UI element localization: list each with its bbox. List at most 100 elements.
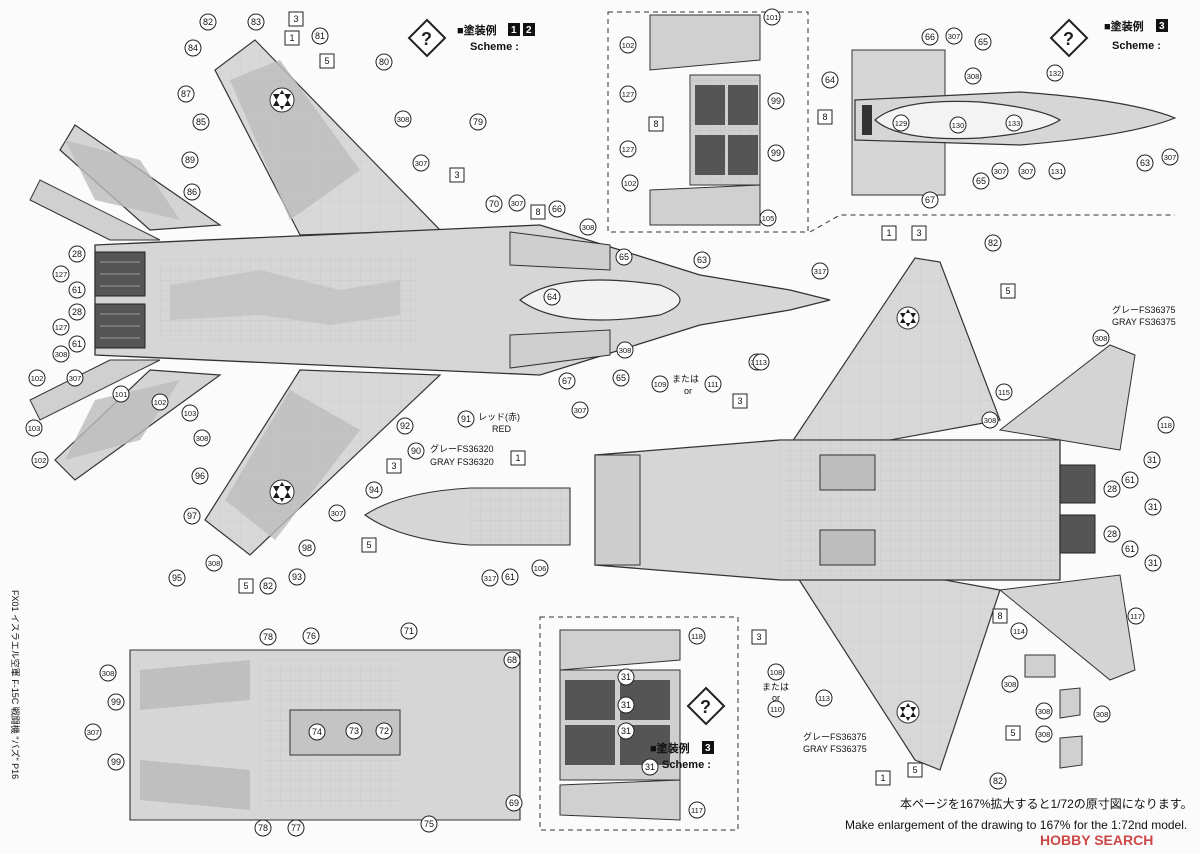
callout-number: 102 [28,369,46,387]
callout-number: 89 [181,151,199,169]
callout-label: 308 [1038,730,1051,739]
callout-label: 80 [379,57,389,67]
callout-number: 5 [907,762,923,778]
color-label-gray375-en: GRAY FS36375 [1112,317,1176,327]
callout-number: 5 [1000,283,1016,299]
callout-label: 86 [187,187,197,197]
callout-number: 68 [503,651,521,669]
callout-label: 308 [196,434,209,443]
callout-number: 93 [288,568,306,586]
svg-text:?: ? [421,29,432,49]
callout-number: 61 [1121,540,1139,558]
callout-number: 103 [181,404,199,422]
svg-text:?: ? [1063,29,1074,49]
callout-number: 102 [621,174,639,192]
callout-number: 1 [875,770,891,786]
callout-label: 307 [511,199,524,208]
or-label-en: or [772,693,780,703]
scheme-header-12: ? ■塗装例 1 2 Scheme : [407,18,535,58]
callout-label: 61 [1125,544,1135,554]
callout-number: 308 [579,218,597,236]
callout-number: 99 [767,144,785,162]
scheme-header-3: ? ■塗装例 3 Scheme : [1049,18,1168,58]
callout-number: 3 [288,11,304,27]
callout-number: 110 [767,700,785,718]
callout-number: 71 [400,622,418,640]
or-label-jp: または [672,374,699,384]
callout-number: 83 [247,13,265,31]
callout-number: 8 [817,109,833,125]
callout-label: 5 [1005,286,1010,296]
scheme-label: Scheme : [1112,40,1161,52]
callout-number: 118 [688,627,706,645]
callout-number: 76 [302,627,320,645]
svg-text:?: ? [700,697,711,717]
callout-label: 98 [302,543,312,553]
callout-label: 67 [925,195,935,205]
callout-number: 130 [949,116,967,134]
callout-number: 308 [1035,702,1053,720]
callout-number: 127 [619,140,637,158]
callout-number: 307 [508,194,526,212]
callout-label: 31 [621,672,631,682]
callout-number: 132 [1046,64,1064,82]
callout-label: 65 [619,252,629,262]
callout-number: 65 [974,33,992,51]
callout-label: 8 [535,207,540,217]
callout-label: 308 [55,350,68,359]
callout-label: 61 [505,572,515,582]
callout-number: 67 [921,191,939,209]
callout-number: 31 [617,696,635,714]
callout-number: 90 [407,442,425,460]
callout-number: 65 [615,248,633,266]
callout-number: 308 [193,429,211,447]
callout-label: 308 [208,559,221,568]
star-of-david-icon [269,87,295,113]
callout-label: 75 [424,819,434,829]
callout-number: 99 [767,92,785,110]
callout-number: 96 [191,467,209,485]
callout-label: 307 [69,374,82,383]
callout-number: 31 [1144,498,1162,516]
callout-number: 115 [995,383,1013,401]
color-label-gray375-jp: グレーFS36375 [1112,304,1176,315]
callout-number: 77 [287,819,305,837]
callout-number: 64 [543,288,561,306]
underside-view-aircraft [594,257,1136,771]
callout-number: 66 [548,200,566,218]
callout-number: 82 [984,234,1002,252]
color-label-gray320-en: GRAY FS36320 [430,457,494,467]
star-of-david-icon [896,700,920,724]
scheme-question-icon: ? [1049,18,1089,58]
callout-number: 114 [1010,622,1028,640]
callout-number: 92 [396,417,414,435]
callout-number: 61 [68,335,86,353]
callout-number: 131 [1048,162,1066,180]
callout-number: 61 [501,568,519,586]
callout-number: 307 [84,723,102,741]
callout-label: 307 [415,159,428,168]
or-label-en: or [684,386,692,396]
callout-number: 307 [1161,148,1179,166]
callout-number: 86 [183,183,201,201]
callout-number: 109 [651,375,669,393]
callout-label: 102 [624,179,637,188]
callout-label: 118 [691,632,703,641]
callout-number: 28 [68,245,86,263]
callout-number: 3 [386,458,402,474]
callout-label: 67 [562,376,572,386]
scheme-label: Scheme : [470,41,519,53]
callout-label: 1 [289,33,294,43]
callout-label: 106 [534,564,547,573]
callout-number: 307 [945,27,963,45]
callout-label: 64 [547,292,557,302]
callout-label: 99 [771,148,781,158]
star-of-david-icon [896,306,920,330]
callout-label: 3 [391,461,396,471]
callout-label: 99 [111,757,121,767]
callout-number: 308 [99,664,117,682]
callout-label: 307 [331,509,344,518]
callout-number: 8 [530,204,546,220]
color-label-gray375-en: GRAY FS36375 [803,744,867,754]
